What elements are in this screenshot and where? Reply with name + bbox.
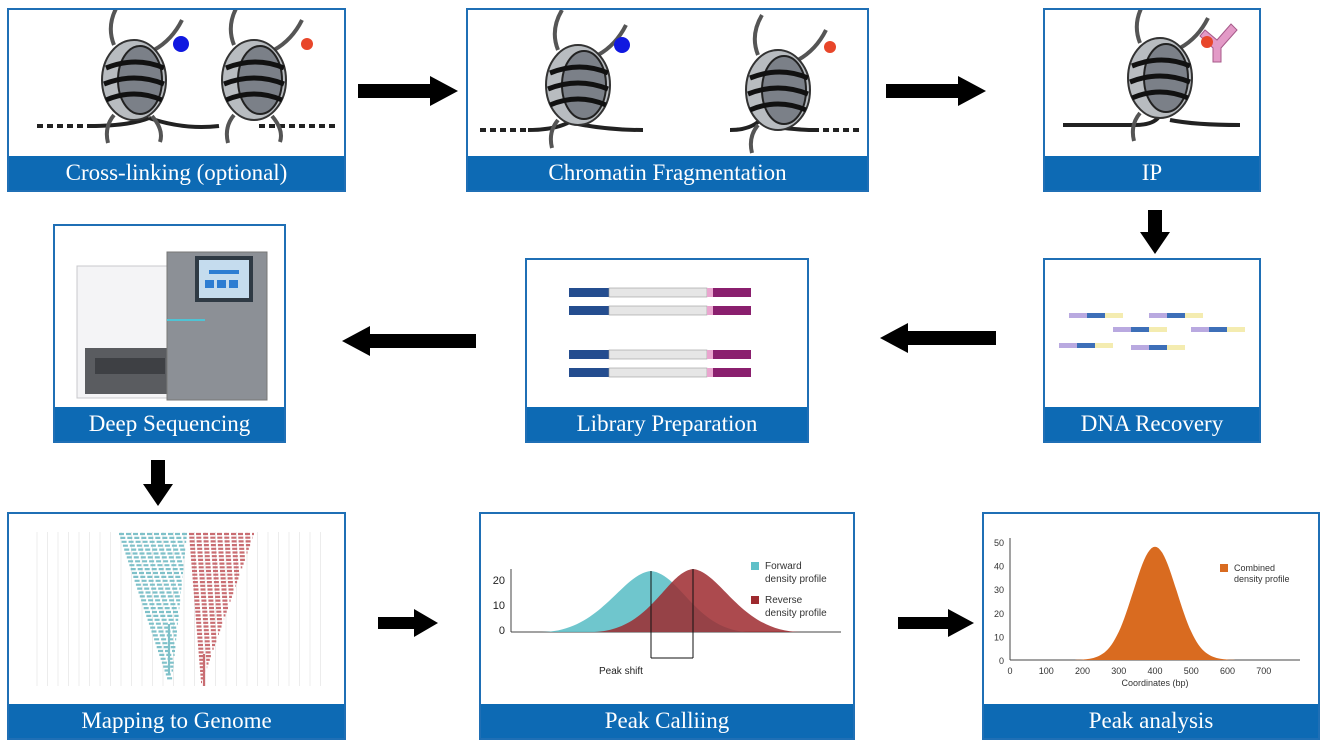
nucleosome-icon [545,10,628,149]
legend-combined-swatch [1220,564,1228,572]
dna-fragment [1131,345,1185,350]
peak-shift-annotation: Peak shift [599,666,643,677]
red-mark-icon [301,38,313,50]
x-axis-label: Coordinates (bp) [1121,678,1188,688]
dna-fragments-illustration [1059,313,1245,350]
legend-reverse-swatch [751,596,759,604]
arrow-right-icon [886,76,986,106]
x-tick-label: 700 [1256,666,1271,676]
panel-sequencing: Deep Sequencing [53,224,286,443]
antibody-icon [1199,23,1238,63]
x-tick-label: 100 [1039,666,1054,676]
y-tick-label: 20 [493,575,505,587]
legend-combined-label: Combined [1234,563,1275,573]
dna-fragment [1191,327,1245,332]
y-tick-label: 0 [499,625,505,637]
caption-sequencing: Deep Sequencing [55,407,284,441]
blue-mark-icon [173,36,189,52]
arrow-left-icon [880,323,996,353]
x-tick-label: 300 [1111,666,1126,676]
library-fragment [569,305,751,316]
x-tick-label: 500 [1184,666,1199,676]
x-tick-label: 200 [1075,666,1090,676]
nucleosome-icon [745,13,828,154]
dna-fragment [1069,313,1123,318]
nucleosome-icon [101,10,184,144]
library-fragment [569,367,751,378]
red-mark-icon [824,41,836,53]
panel-crosslinking: Cross-linking (optional) [7,8,346,192]
y-tick-label: 40 [994,562,1004,572]
panel-library: Library Preparation [525,258,809,443]
dna-fragment [1149,313,1203,318]
nucleosome-icon [221,10,304,144]
y-tick-label: 30 [994,585,1004,595]
caption-library: Library Preparation [527,407,807,441]
caption-mapping: Mapping to Genome [9,704,344,738]
arrow-left-icon [342,326,476,356]
library-fragment [569,349,751,360]
arrow-down-icon [143,460,173,506]
caption-peak-calling: Peak Calliing [481,704,853,738]
y-tick-label: 10 [493,600,505,612]
blue-mark-icon [614,37,630,53]
caption-fragmentation: Chromatin Fragmentation [468,156,867,190]
combined-density-curve [1075,546,1235,660]
legend-reverse-label: Reverse [765,595,803,606]
arrow-right-icon [378,609,438,637]
arrow-right-icon [898,609,974,637]
legend-forward-swatch [751,562,759,570]
reverse-density-curve [591,569,801,632]
caption-peak-analysis: Peak analysis [984,704,1318,738]
caption-dna-recovery: DNA Recovery [1045,407,1259,441]
caption-ip: IP [1045,156,1259,190]
y-tick-label: 0 [999,656,1004,666]
panel-peak-calling: 20 10 0 Peak shift Forward density profi… [479,512,855,740]
library-fragments-illustration [569,287,751,378]
legend-forward-label: Forward [765,561,802,572]
caption-crosslinking: Cross-linking (optional) [9,156,344,190]
panel-ip: IP [1043,8,1261,192]
x-tick-label: 400 [1147,666,1162,676]
dna-fragment [1059,343,1113,348]
fragmented-nucleosomes-illustration [480,10,860,154]
immunoprecipitation-illustration [1063,10,1241,142]
arrow-down-icon [1140,210,1170,254]
read-pileup-illustration [36,532,321,686]
nucleosome-icon [1127,10,1210,142]
x-tick-label: 0 [1007,666,1012,676]
legend-reverse-label: density profile [765,608,827,619]
library-fragment [569,287,751,298]
y-tick-label: 10 [994,632,1004,642]
sequencer-illustration [76,251,268,401]
red-mark-icon [1201,36,1213,48]
dna-fragment [1113,327,1167,332]
panel-dna-recovery: DNA Recovery [1043,258,1261,443]
panel-fragmentation: Chromatin Fragmentation [466,8,869,192]
legend-forward-label: density profile [765,574,827,585]
peak-calling-plot: 20 10 0 Peak shift Forward density profi… [493,561,841,677]
panel-mapping: Mapping to Genome [7,512,346,740]
nucleosome-illustration [37,10,339,144]
y-tick-label: 20 [994,609,1004,619]
x-tick-label: 600 [1220,666,1235,676]
legend-combined-label: density profile [1234,574,1290,584]
y-tick-label: 50 [994,538,1004,548]
arrow-right-icon [358,76,458,106]
y-ticks: 20 10 0 [493,575,505,637]
